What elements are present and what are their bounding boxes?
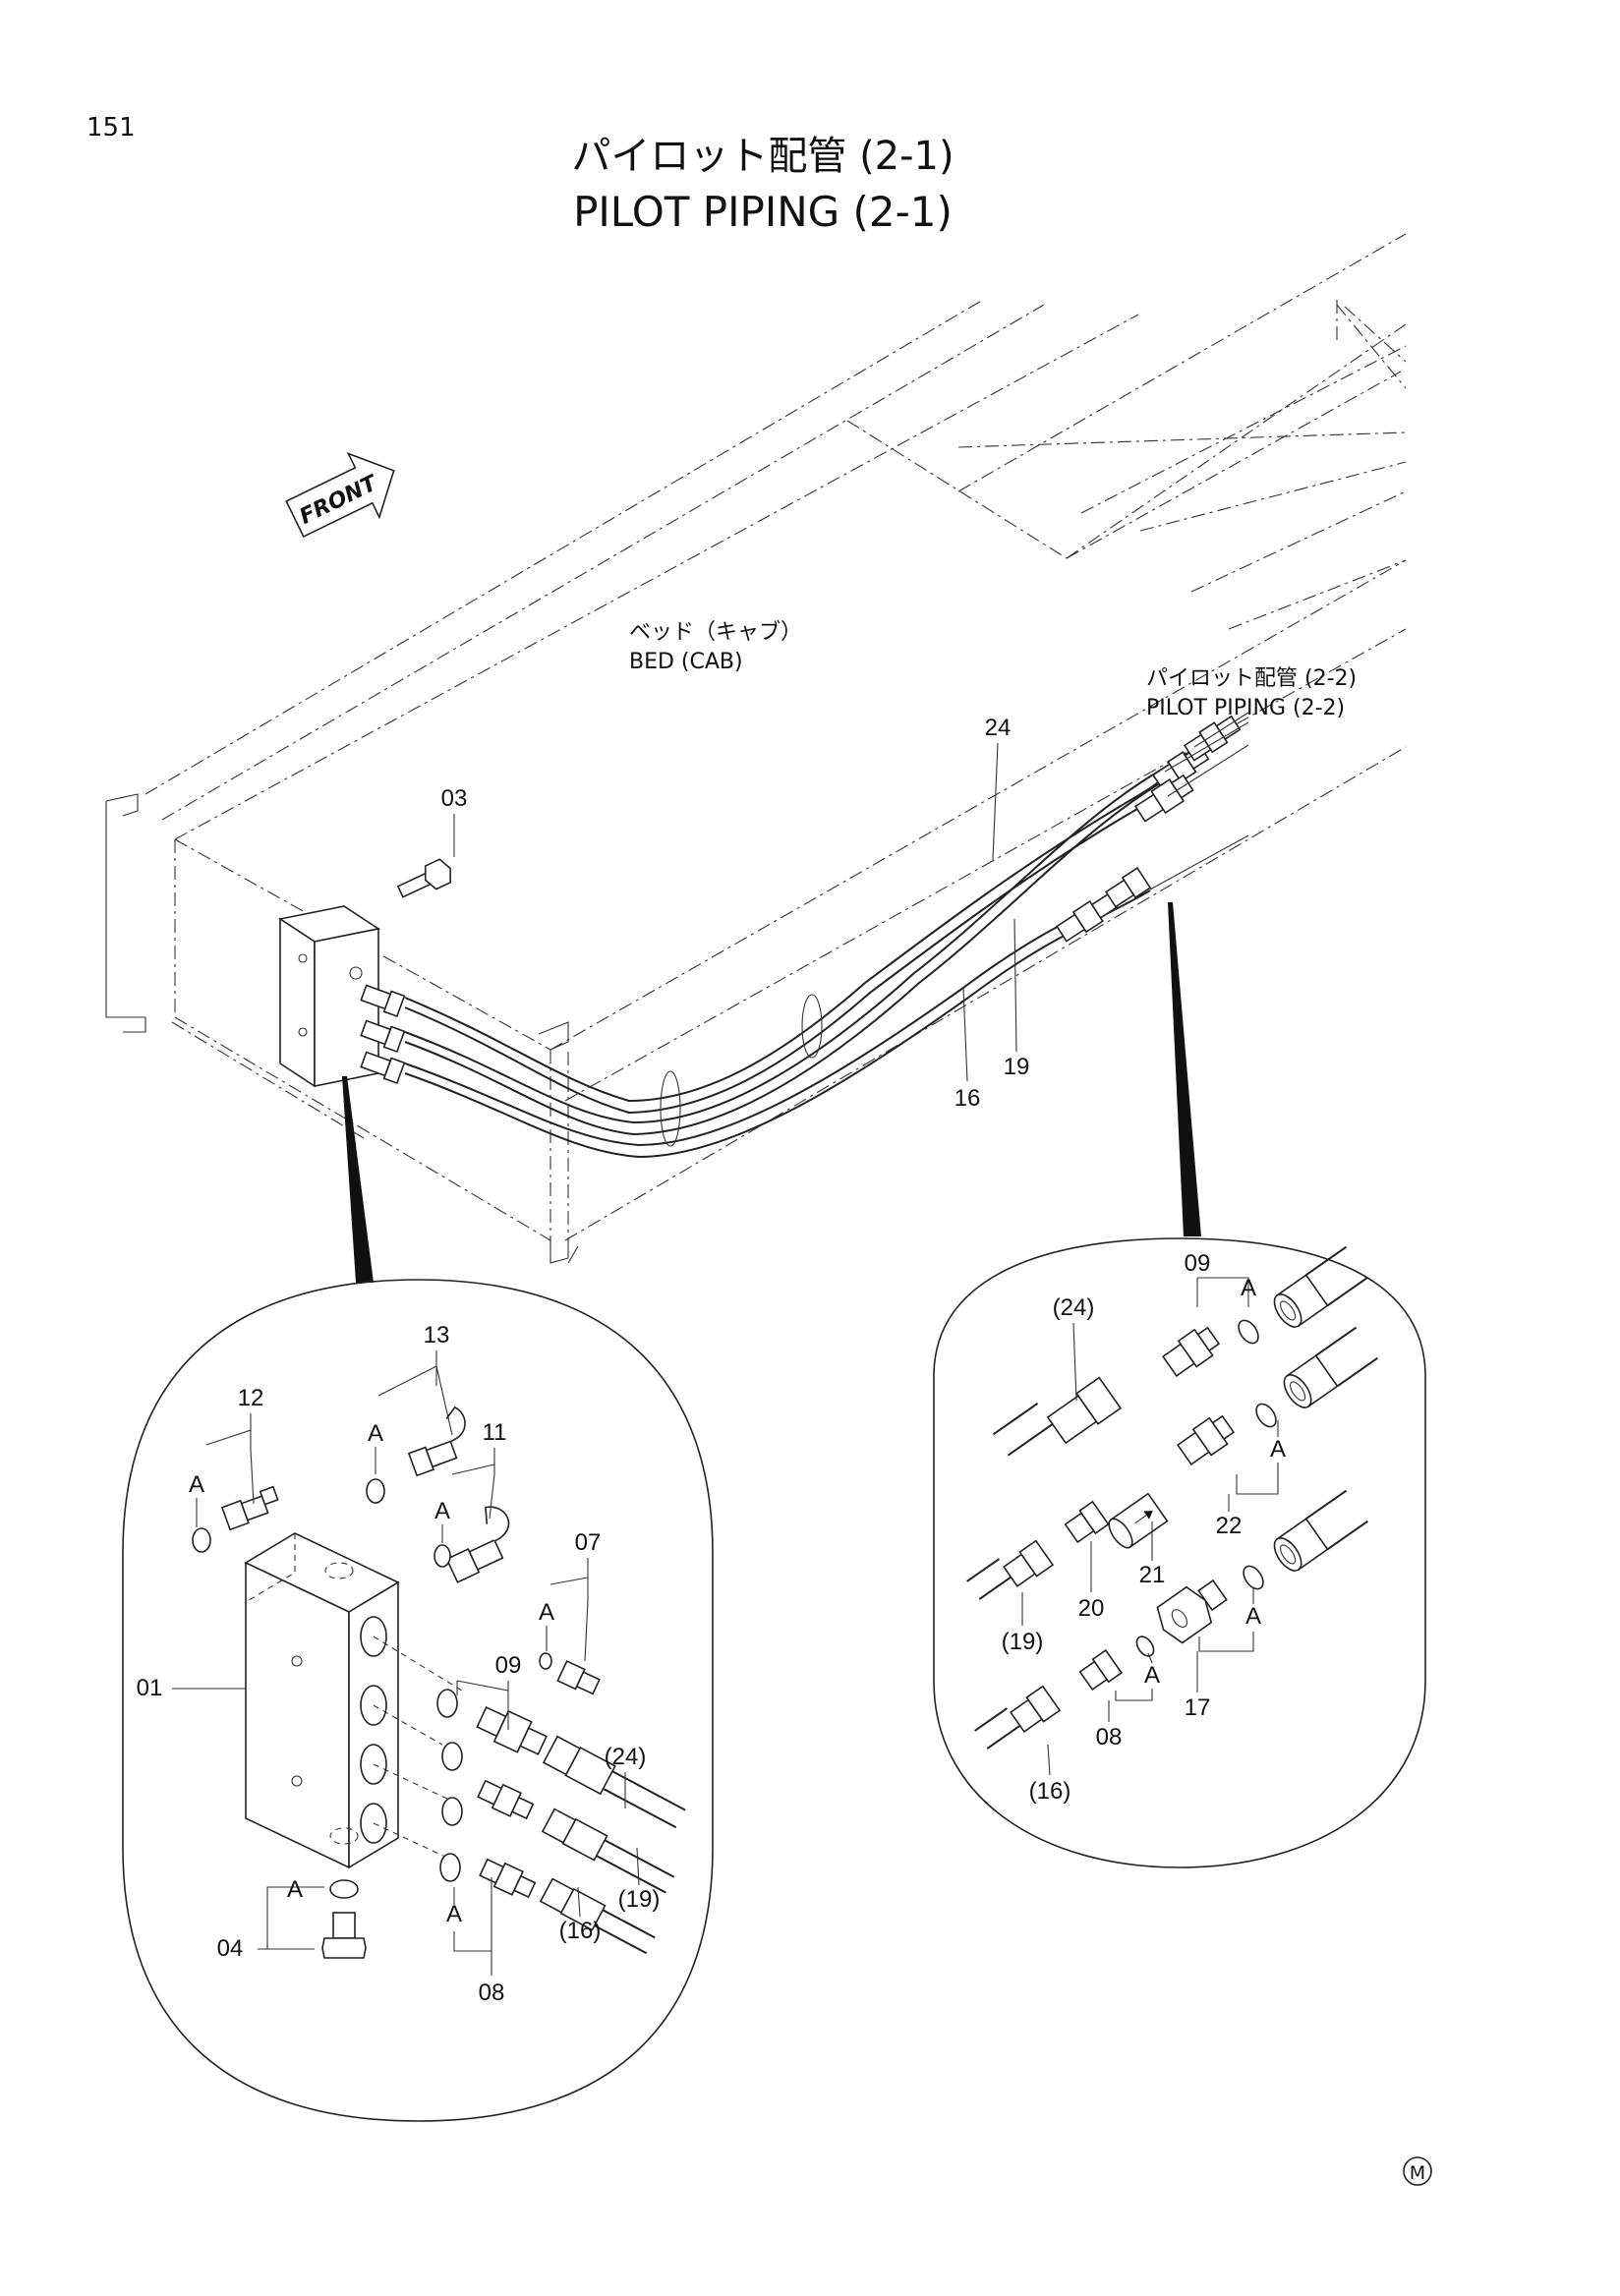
detail-leader-left <box>342 1076 374 1283</box>
svg-text:03: 03 <box>441 785 468 812</box>
page-number: 151 <box>87 113 136 143</box>
cab-bed-outline <box>105 233 1407 1264</box>
svg-text:(24): (24) <box>605 1744 647 1770</box>
svg-text:(16): (16) <box>1029 1778 1071 1805</box>
svg-text:A: A <box>368 1420 383 1447</box>
svg-text:A: A <box>446 1901 462 1927</box>
svg-text:08: 08 <box>479 1980 505 2006</box>
svg-text:20: 20 <box>1078 1595 1105 1622</box>
svg-text:A: A <box>1144 1662 1160 1689</box>
svg-text:09: 09 <box>1185 1250 1211 1277</box>
ref-label-en: PILOT PIPING (2-2) <box>1146 696 1345 720</box>
svg-text:24: 24 <box>985 715 1012 741</box>
svg-text:22: 22 <box>1216 1513 1243 1539</box>
svg-text:09: 09 <box>495 1652 522 1679</box>
svg-text:A: A <box>189 1471 204 1498</box>
svg-text:A: A <box>287 1876 303 1903</box>
hose-end-fittings <box>1055 715 1242 943</box>
valve-block-main <box>277 905 381 1088</box>
detail-view-left: 13 12 11 07 A A A A 09 01 (24) 04 A A 08… <box>122 1279 714 2122</box>
svg-text:16: 16 <box>955 1085 981 1112</box>
svg-text:01: 01 <box>137 1675 163 1701</box>
svg-text:07: 07 <box>575 1529 602 1556</box>
svg-text:17: 17 <box>1185 1694 1211 1721</box>
main-callouts: 03 24 19 16 <box>441 715 1030 1112</box>
svg-text:A: A <box>1245 1603 1261 1630</box>
detail-leader-right <box>1168 902 1201 1236</box>
svg-text:A: A <box>1241 1275 1256 1301</box>
svg-text:(19): (19) <box>618 1886 661 1913</box>
bed-label-jp: ベッド（キャブ） <box>629 620 802 645</box>
svg-text:13: 13 <box>424 1322 450 1349</box>
bed-label-en: BED (CAB) <box>629 650 743 674</box>
svg-text:A: A <box>539 1599 554 1626</box>
bolt-03-icon <box>396 858 451 898</box>
svg-text:11: 11 <box>483 1419 507 1446</box>
detail-view-right: 09 A (24) A 22 21 20 (19) A A 17 08 (16) <box>933 1237 1426 1868</box>
svg-text:19: 19 <box>1004 1054 1030 1080</box>
title-jp: パイロット配管 (2-1) <box>571 134 954 179</box>
svg-text:A: A <box>1270 1436 1286 1463</box>
svg-text:(19): (19) <box>1002 1629 1044 1655</box>
pilot-hoses <box>404 748 1200 1159</box>
svg-text:M: M <box>1410 2162 1425 2184</box>
svg-text:(16): (16) <box>559 1918 602 1944</box>
ref-label-jp: パイロット配管 (2-2) <box>1146 666 1357 691</box>
svg-text:A: A <box>434 1498 450 1524</box>
svg-text:21: 21 <box>1139 1562 1166 1588</box>
svg-text:12: 12 <box>238 1385 264 1411</box>
title-en: PILOT PIPING (2-1) <box>573 188 953 236</box>
svg-text:08: 08 <box>1096 1724 1123 1751</box>
front-arrow-icon: FRONT <box>285 451 395 539</box>
block-fittings <box>360 984 406 1085</box>
svg-text:(24): (24) <box>1053 1294 1095 1321</box>
manufacturer-mark: M <box>1403 2156 1432 2186</box>
svg-text:04: 04 <box>217 1935 244 1962</box>
